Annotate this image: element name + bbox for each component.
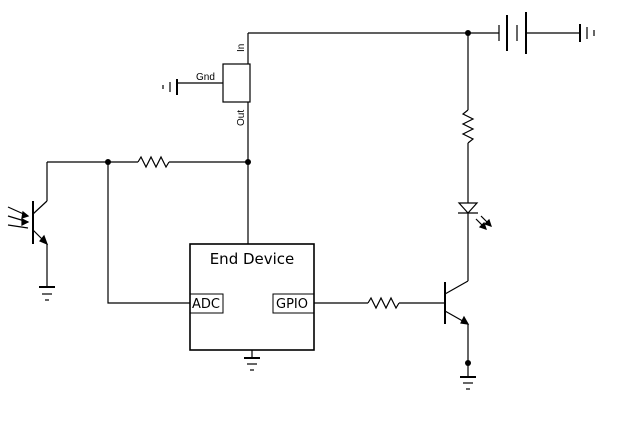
- ground-symbol-transistor-icon: [460, 376, 476, 390]
- gpio-pin-label: GPIO: [276, 297, 308, 312]
- led-icon: [457, 202, 492, 230]
- ground-symbol-device-icon: [244, 357, 260, 371]
- resistor-top-icon: [137, 155, 170, 169]
- adc-wire: [107, 162, 190, 304]
- adc-pin-label: ADC: [192, 297, 220, 312]
- npn-transistor-icon: [444, 280, 470, 325]
- ground-symbol-battery-icon: [579, 24, 595, 42]
- regulator-in-label: In: [236, 44, 247, 52]
- regulator-out-label: Out: [236, 110, 247, 126]
- ground-symbol-sensor-icon: [39, 286, 55, 301]
- junction-dot: [465, 30, 471, 36]
- battery-icon: [248, 12, 580, 54]
- phototransistor-icon: [7, 162, 49, 287]
- ground-symbol-regulator-icon: [162, 79, 178, 95]
- regulator-gnd-label: Gnd: [196, 72, 215, 83]
- junction-dot: [465, 360, 471, 366]
- adc-pin-box: [189, 293, 224, 314]
- resistor-base-icon: [367, 296, 400, 310]
- resistor-led-icon: [461, 109, 475, 144]
- regulator-body: [222, 63, 251, 103]
- end-device-title: End Device: [210, 250, 295, 268]
